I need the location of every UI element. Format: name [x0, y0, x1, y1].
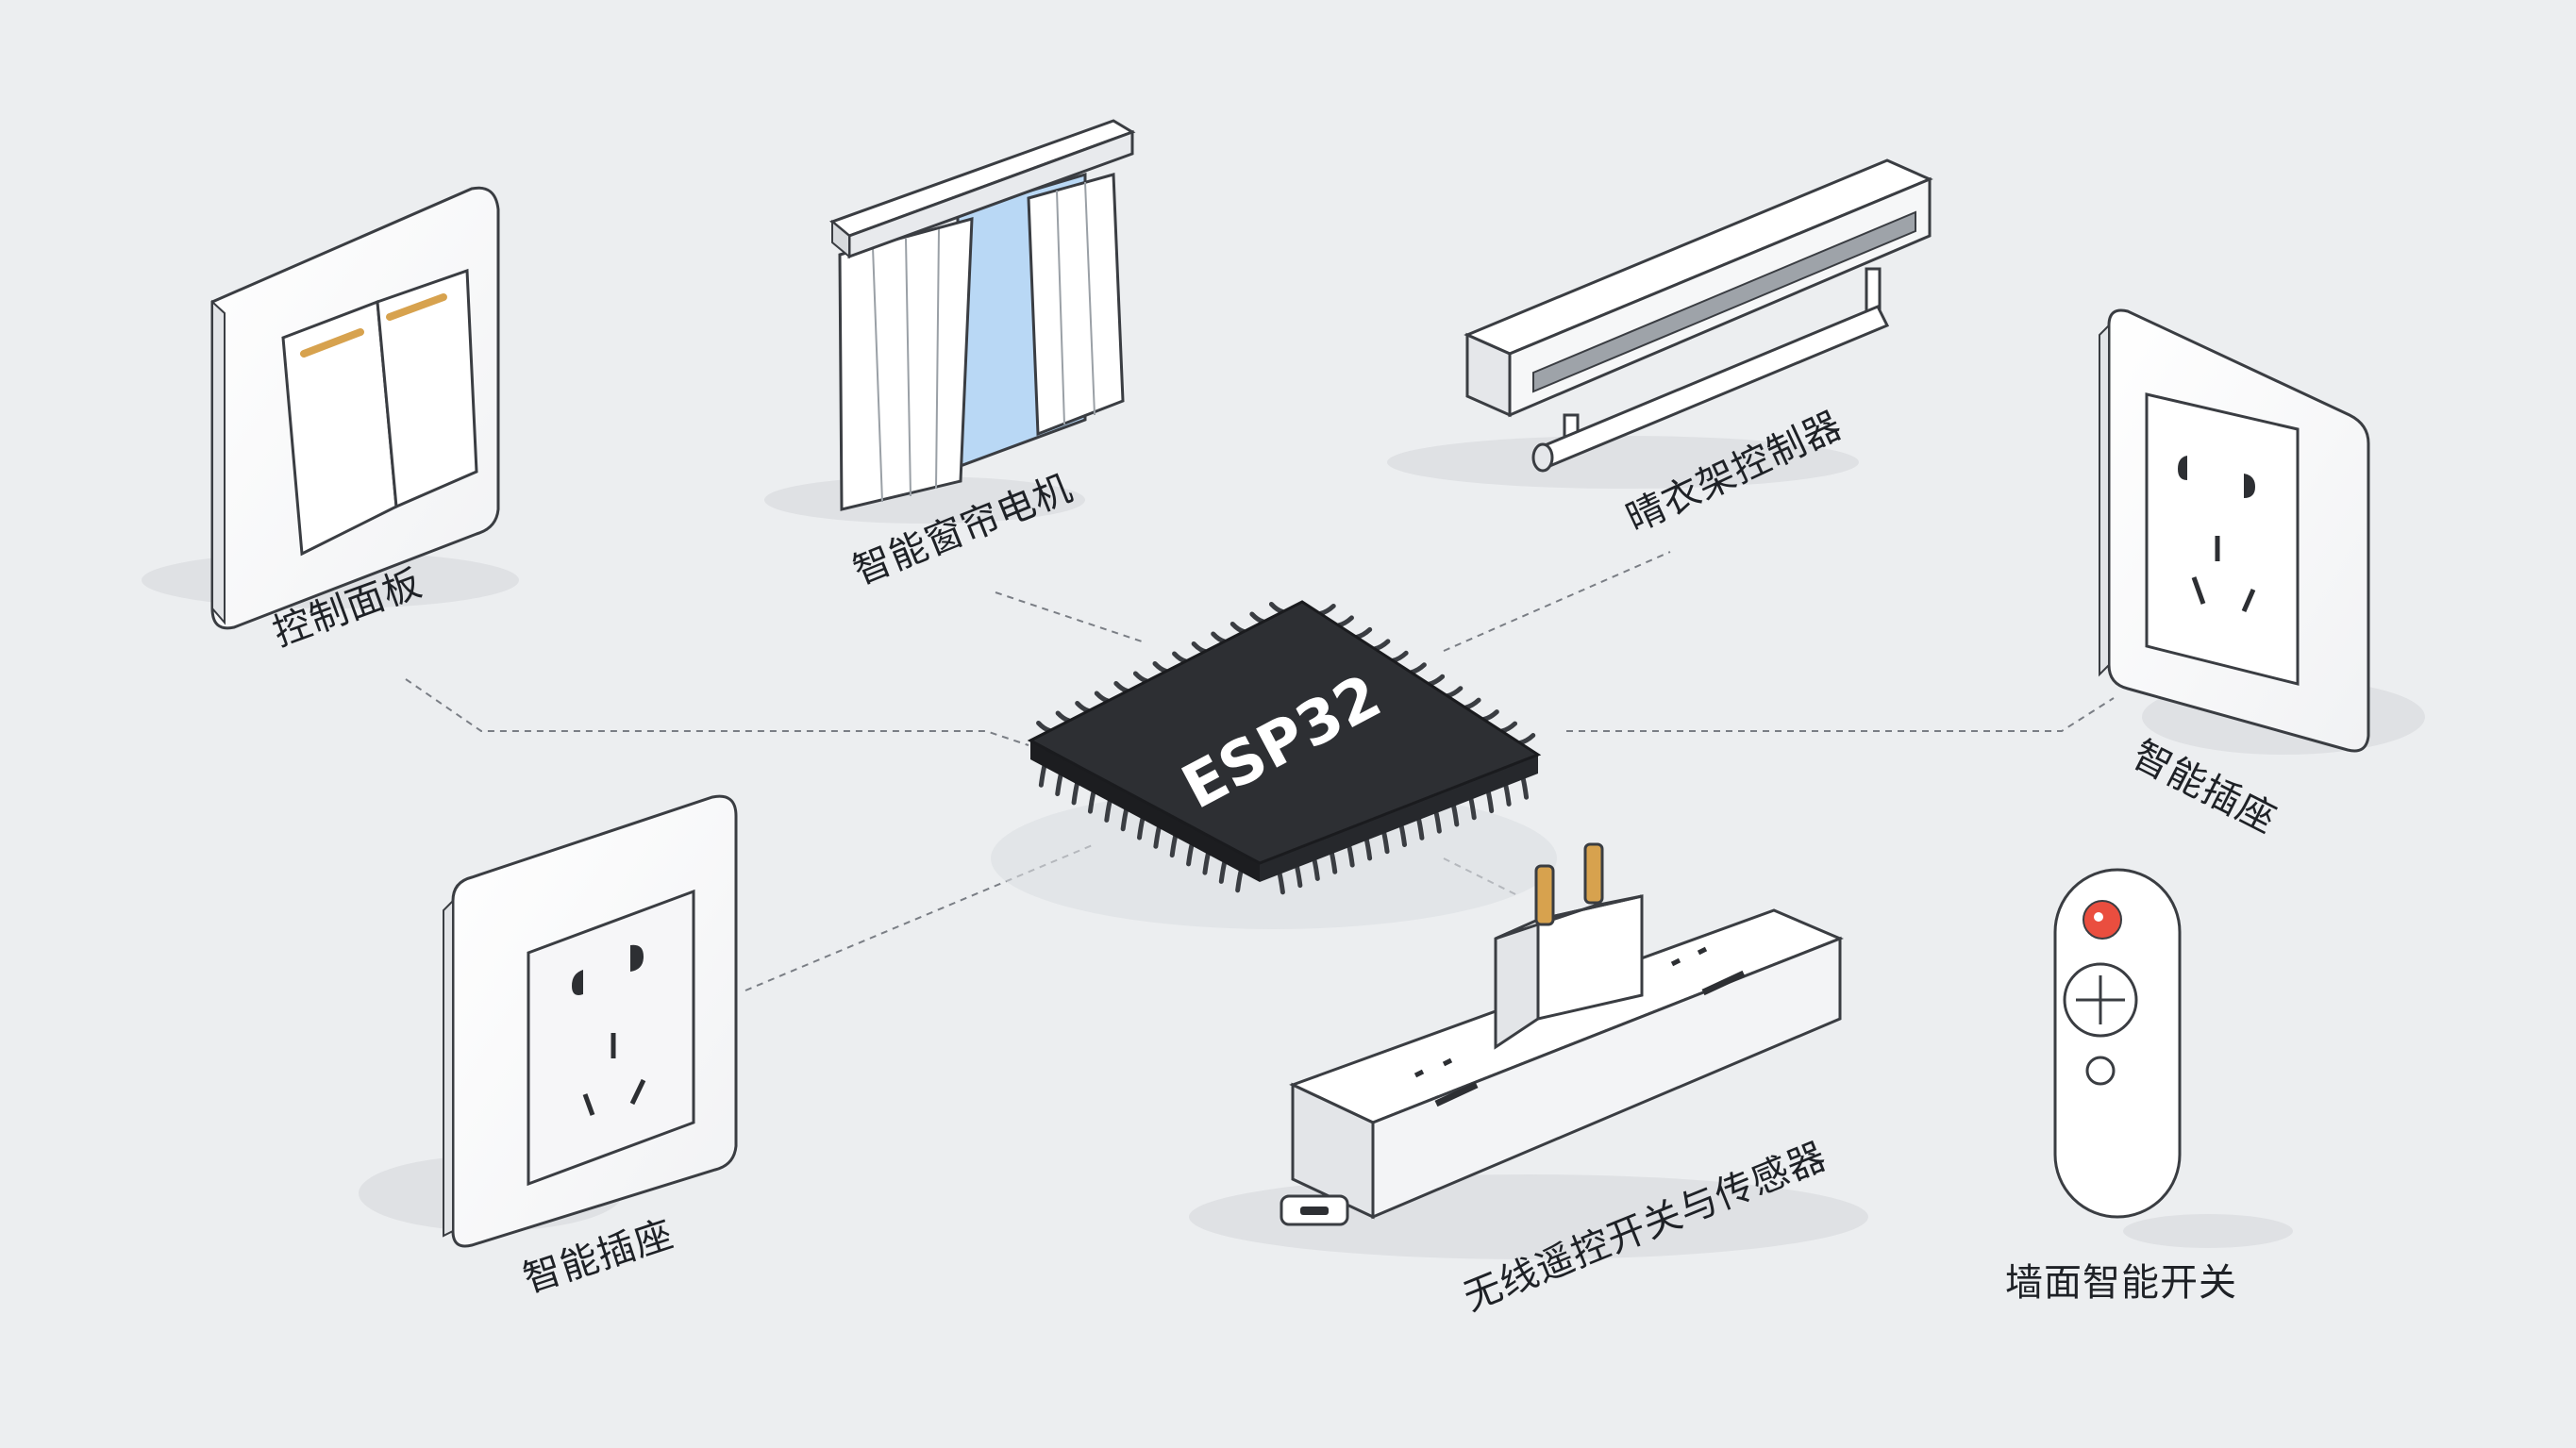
plug-prong-left	[1534, 864, 1555, 926]
curtain-panel-right	[1027, 173, 1125, 437]
chip-pin-back-left	[1229, 622, 1246, 634]
rack-housing-end	[1465, 332, 1512, 418]
strip-outlet-1	[1434, 1081, 1479, 1107]
chip-pin-back-left	[1132, 671, 1149, 684]
control-panel-edge	[211, 299, 226, 625]
chip-pin-back-left	[1152, 661, 1169, 674]
chip-pin-back-left	[1055, 710, 1072, 724]
chip-pin-back-right	[1317, 603, 1336, 616]
chip-pin-back-right	[1408, 662, 1427, 675]
chip-pin-back-right	[1445, 686, 1464, 699]
clothes-rack-device	[1387, 158, 1933, 489]
plug-body-top	[1495, 894, 1643, 940]
control-panel-device	[142, 186, 519, 630]
socket-left-edge	[443, 898, 454, 1238]
chip-pin-back-right	[1335, 615, 1354, 628]
socket-right-edge	[2099, 323, 2110, 677]
strip-outlet-2	[1701, 970, 1746, 996]
socket-right-hole-4	[2191, 576, 2206, 605]
esp32-chip: ESP32	[991, 600, 1557, 929]
chip-pin-back-right	[1390, 650, 1409, 663]
wall-smart-switch-device	[2053, 868, 2293, 1248]
chip-pin-back-right	[1499, 721, 1518, 734]
switch-indicator-right	[386, 293, 447, 321]
chip-pin-back-left	[1036, 721, 1053, 733]
rack-bar-end	[1531, 442, 1554, 473]
connector-control-panel	[405, 678, 1029, 746]
chip-pin-back-left	[1191, 641, 1208, 654]
smart-socket-left-device	[359, 794, 738, 1248]
chip-pin-back-left	[1075, 701, 1092, 713]
chip-pin-back-left	[1268, 602, 1285, 614]
switch-indicator-left	[300, 328, 364, 358]
label-wall-smart-switch: 墙面智能开关	[2005, 1261, 2237, 1305]
chip-side-right	[1260, 755, 1538, 882]
chip-pin-back-left	[1094, 691, 1111, 704]
connector-clothes-rack	[1443, 551, 1671, 652]
strip-outlet-2b	[1670, 957, 1681, 967]
curtain-motor-device	[764, 119, 1136, 524]
strip-outlet-1c	[1442, 1057, 1453, 1067]
curtain-folds-left	[872, 228, 940, 503]
chip-side-left	[1030, 741, 1260, 882]
socket-right-hole-5	[2241, 589, 2256, 612]
chip-pin-back-right	[1480, 709, 1499, 723]
chip-body	[1027, 600, 1542, 865]
chip-pin-back-left	[1113, 681, 1130, 693]
socket-right-hole-1	[2178, 456, 2187, 480]
remote-shadow	[2123, 1214, 2293, 1248]
smart-socket-right-device	[2099, 308, 2425, 755]
remote-small-button	[2085, 1056, 2116, 1086]
socket-left-hole-2	[630, 944, 644, 972]
connector-socket-right	[1566, 697, 2115, 732]
chip-pin-back-right	[1517, 733, 1536, 746]
chip-pin-back-left	[1172, 651, 1189, 664]
power-strip-tab-hole	[1300, 1207, 1329, 1215]
connector-curtain-motor	[995, 591, 1143, 642]
socket-left-hole-5	[629, 1078, 646, 1106]
remote-body	[2053, 868, 2182, 1219]
curtain-folds-right	[1056, 181, 1096, 425]
remote-power-dot	[2094, 912, 2103, 922]
chip-pin-back-left	[1211, 631, 1228, 644]
chip-pin-back-right	[1427, 674, 1446, 687]
strip-outlet-2c	[1697, 946, 1708, 956]
strip-outlet-1b	[1413, 1069, 1425, 1078]
socket-left-hole-4	[582, 1093, 595, 1116]
socket-left-hole-1	[572, 970, 583, 995]
chip-pin-back-left	[1249, 611, 1266, 624]
wireless-remote-sensors-device	[1189, 842, 1868, 1259]
socket-right-hole-2	[2244, 474, 2255, 498]
connector-socket-left	[744, 843, 1096, 991]
clothes-rack-shadow	[1387, 436, 1859, 489]
rack-vent-slot	[1532, 210, 1916, 393]
plug-prong-right	[1583, 842, 1604, 905]
power-strip-end	[1291, 1082, 1375, 1220]
curtain-rail-end	[831, 219, 850, 259]
chip-pin-back-right	[1463, 697, 1481, 710]
socket-right-faceplate	[2145, 392, 2300, 686]
control-panel-rocker-right	[376, 268, 478, 509]
chip-pin-back-right	[1372, 639, 1391, 652]
chip-pin-back-right	[1354, 626, 1373, 640]
